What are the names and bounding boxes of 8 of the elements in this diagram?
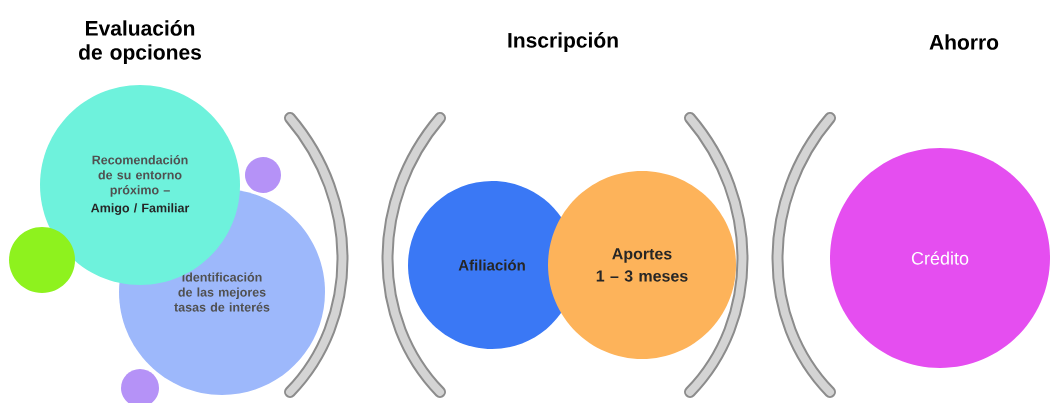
circle-bubble: Aportes 1 – 3 meses [548, 171, 736, 359]
small-circle [245, 157, 281, 193]
section-heading: Ahorro [929, 34, 999, 50]
section-heading: Inscripción [508, 32, 618, 52]
circle-bubble: Afiliación [408, 181, 576, 349]
circle-bubble: Crédito [830, 148, 1050, 368]
section-heading: Evaluación de opciones [79, 20, 201, 64]
small-circle [9, 227, 75, 293]
